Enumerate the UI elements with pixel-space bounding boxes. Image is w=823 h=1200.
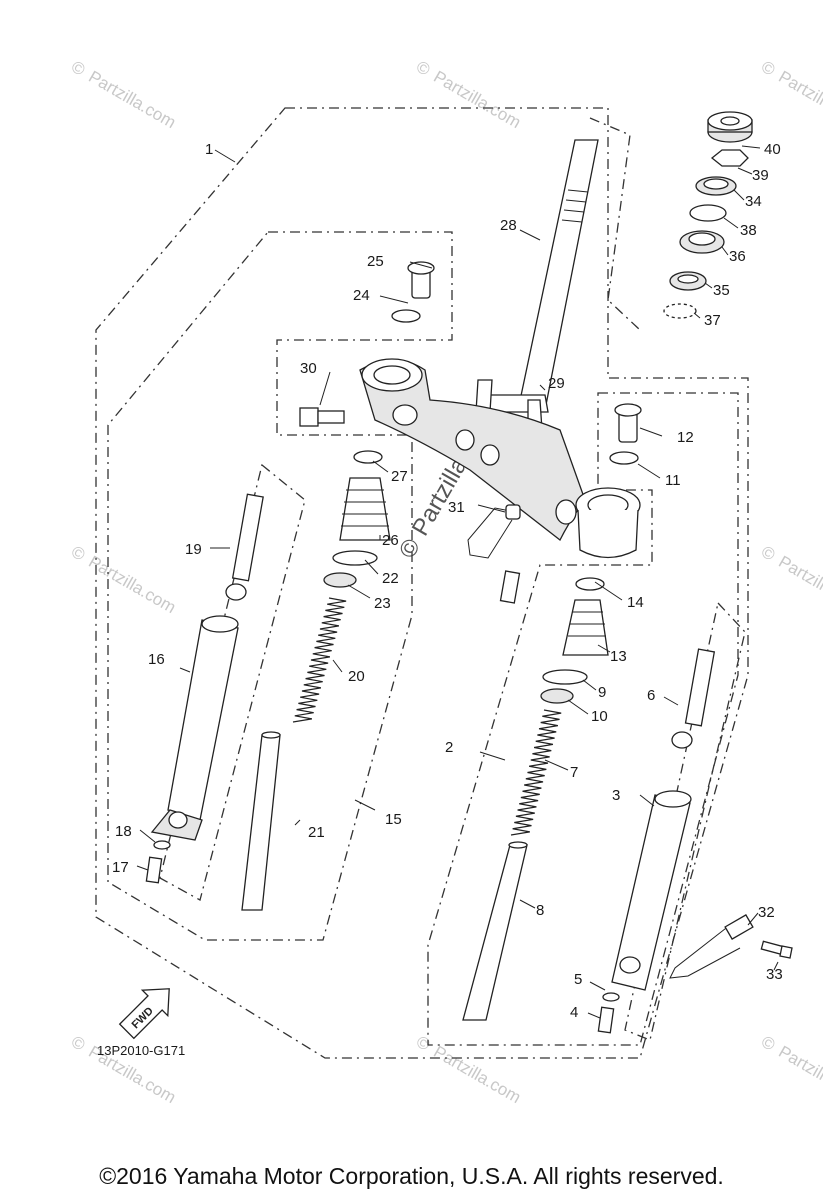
- pinch-bolt: [299, 407, 345, 427]
- callout-5: 5: [574, 971, 582, 988]
- callout-31: 31: [448, 499, 465, 516]
- cap-bolts: [391, 261, 642, 465]
- callout-2: 2: [445, 739, 453, 756]
- callout-4: 4: [570, 1004, 578, 1021]
- right-fork: [462, 577, 716, 1034]
- callout-39: 39: [752, 167, 769, 184]
- watermark-symbol: ©: [68, 1032, 89, 1055]
- callout-34: 34: [745, 193, 762, 210]
- watermark-text: Partzilla.com: [85, 552, 179, 617]
- callout-13: 13: [610, 648, 627, 665]
- fwd-arrow-icon: FWD: [118, 988, 170, 1040]
- watermark-symbol: ©: [413, 57, 434, 80]
- callout-11: 11: [665, 472, 681, 489]
- callout-24: 24: [353, 287, 370, 304]
- copyright-notice: ©2016 Yamaha Motor Corporation, U.S.A. A…: [99, 1163, 724, 1189]
- hose-clamps: [467, 504, 793, 979]
- callout-40: 40: [764, 141, 781, 158]
- callout-8: 8: [536, 902, 544, 919]
- watermark-text: Partzilla.com: [430, 67, 524, 132]
- callout-1: 1: [205, 141, 213, 158]
- callout-10: 10: [591, 708, 608, 725]
- callout-33: 33: [766, 966, 783, 983]
- callout-17: 17: [112, 859, 129, 876]
- watermark-text: Partzilla.com: [775, 1042, 823, 1107]
- callout-23: 23: [374, 595, 391, 612]
- watermark-symbol: ©: [68, 542, 89, 565]
- watermark-text: Partzilla.com: [775, 552, 823, 617]
- callout-20: 20: [348, 668, 365, 685]
- callout-32: 32: [758, 904, 775, 921]
- callout-9: 9: [598, 684, 606, 701]
- watermark-text: Partzilla.com: [775, 67, 823, 132]
- bearing-stack: [663, 111, 753, 319]
- callout-38: 38: [740, 222, 757, 239]
- lower-bracket: [359, 358, 641, 559]
- callout-36: 36: [729, 248, 746, 265]
- callout-16: 16: [148, 651, 165, 668]
- callout-labels: 1 2 3 4 5 6 7 8 9 10 11 12 13 14 15 16 1…: [112, 141, 783, 1021]
- watermark-symbol: ©: [68, 57, 89, 80]
- callout-37: 37: [704, 312, 721, 329]
- callout-14: 14: [627, 594, 644, 611]
- watermark-symbol: ©: [413, 1032, 434, 1055]
- watermark-text: Partzilla.com: [430, 1042, 524, 1107]
- callout-18: 18: [115, 823, 132, 840]
- watermark-text: Partzilla.com: [85, 67, 179, 132]
- callout-29: 29: [548, 375, 565, 392]
- callout-15: 15: [385, 811, 402, 828]
- leader-lines: [136, 145, 779, 1019]
- steering-stem: [475, 139, 599, 431]
- callout-28: 28: [500, 217, 517, 234]
- callout-30: 30: [300, 360, 317, 377]
- callout-25: 25: [367, 253, 384, 270]
- callout-6: 6: [647, 687, 655, 704]
- callout-3: 3: [612, 787, 620, 804]
- callout-19: 19: [185, 541, 202, 558]
- callout-7: 7: [570, 764, 578, 781]
- callout-22: 22: [382, 570, 399, 587]
- callout-26: 26: [382, 532, 399, 549]
- watermark-symbol: ©: [758, 57, 779, 80]
- watermark-symbol: ©: [758, 1032, 779, 1055]
- callout-35: 35: [713, 282, 730, 299]
- callout-21: 21: [308, 824, 325, 841]
- watermark-symbol: ©: [758, 542, 779, 565]
- diagram-code: 13P2010-G171: [97, 1043, 185, 1058]
- callout-12: 12: [677, 429, 694, 446]
- callout-27: 27: [391, 468, 408, 485]
